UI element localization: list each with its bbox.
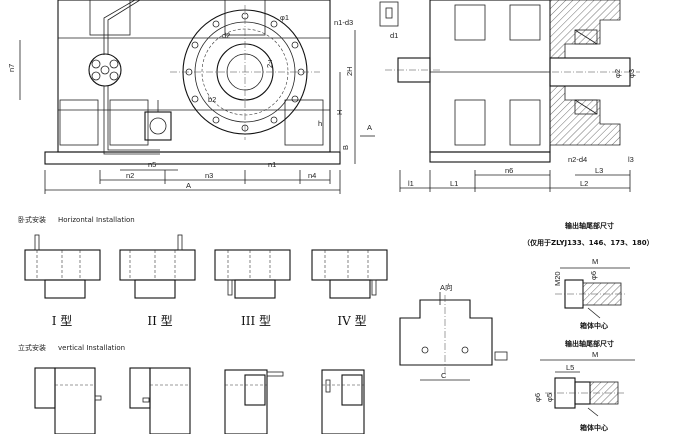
type-1-label: I 型	[52, 314, 73, 328]
side-housing	[429, 0, 551, 153]
dim-b2: b2	[208, 95, 216, 104]
input-shaft-cover	[88, 53, 122, 87]
horizontal-section: 卧式安装 Horizontal Installation	[18, 215, 388, 328]
type-4-label: IV 型	[337, 314, 366, 328]
vertical-type-4	[321, 369, 365, 434]
dim-n7: n7	[7, 64, 16, 72]
a-view-outline	[399, 299, 493, 366]
vertical-type-2	[129, 367, 191, 434]
section-upper	[549, 0, 621, 59]
dim-d2: d2	[222, 31, 230, 40]
dim-2l: 2-ι	[265, 59, 274, 68]
vertical-section: 立式安装 vertical Installation	[18, 343, 365, 434]
dim-n5: n5	[148, 160, 156, 169]
shaft1-dim-M20: M20	[553, 271, 562, 286]
housing-outline	[57, 0, 331, 153]
dim-phi1: φ1	[280, 13, 289, 22]
a-view: A向 C	[399, 282, 508, 381]
type-3-label: III 型	[241, 314, 271, 328]
vertical-type-1	[34, 367, 102, 434]
dim-phi3: φ3	[627, 69, 636, 78]
dim-h: h	[318, 119, 322, 128]
dim-d1-detail: d1	[390, 31, 398, 40]
dim-L2: L2	[580, 179, 588, 188]
dim-n4: n4	[308, 171, 316, 180]
shaft1-dim-M: M	[592, 257, 598, 266]
a-view-label: A向	[440, 282, 453, 292]
dim-n1: n1	[268, 160, 276, 169]
horizontal-title-cn: 卧式安装	[18, 215, 46, 224]
dim-n2: n2	[126, 171, 134, 180]
shaft2-dim-M: M	[592, 350, 598, 359]
oil-pump	[144, 111, 172, 141]
shaft2-center-label: 箱体中心	[580, 423, 608, 432]
dim-H: H	[335, 110, 344, 115]
shaft2-title: 输出轴尾部尺寸	[565, 339, 614, 348]
shaft2-dim-d5: φ5	[545, 393, 554, 402]
dim-l3: l3	[628, 155, 634, 164]
dim-2H: 2H	[345, 66, 354, 76]
vertical-title-en: vertical Installation	[58, 344, 125, 352]
dim-l1: l1	[408, 179, 414, 188]
type-4-drawing	[311, 249, 388, 299]
type-2-drawing	[119, 234, 196, 299]
horizontal-title-en: Horizontal Installation	[58, 216, 135, 224]
dim-B: B	[341, 145, 350, 150]
dim-n1-d3: n1-d3	[334, 18, 353, 27]
shaft1-subtitle: （仅用于ZLYJ133、146、173、180）	[523, 238, 654, 247]
front-view: n7 A n2 n3 n1 n4 n5 φ1 n1-d3 d2 2-ι b2 2…	[7, 0, 399, 194]
dim-n3: n3	[205, 171, 213, 180]
flange-bolt-holes	[185, 12, 305, 132]
type-3-drawing	[214, 249, 291, 299]
shaft1-center-label: 箱体中心	[580, 321, 608, 330]
shaft2-dim-L5: L5	[566, 363, 574, 372]
housing-base	[44, 151, 341, 165]
type-2-label: II 型	[147, 314, 172, 328]
dim-A-arrow: A	[367, 123, 372, 132]
vertical-title-cn: 立式安装	[18, 343, 46, 352]
section-lower	[549, 85, 621, 146]
shaft1-dim-d6: φ6	[589, 271, 598, 280]
type-1-drawing	[24, 234, 101, 299]
dim-phi2: φ2	[613, 69, 622, 78]
shaft-detail-1: 输出轴尾部尺寸 （仅用于ZLYJ133、146、173、180） M M20 φ…	[523, 221, 654, 330]
shaft2-dim-d6: φ6	[533, 393, 542, 402]
vertical-type-3	[224, 369, 284, 434]
shaft-detail-2: 输出轴尾部尺寸 M L5 φ6 φ5 箱体中心	[533, 339, 635, 432]
a-view-dim-c: C	[441, 371, 447, 380]
dim-n2-d4: n2-d4	[568, 155, 587, 164]
dim-n6: n6	[505, 166, 513, 175]
shaft1-title: 输出轴尾部尺寸	[565, 221, 614, 230]
dim-L3: L3	[595, 166, 603, 175]
side-view: φ2 φ3 l1 L1 n6 L2 L3 l3 n2-d4	[385, 0, 640, 192]
dim-A: A	[186, 181, 191, 190]
dim-L1: L1	[450, 179, 458, 188]
